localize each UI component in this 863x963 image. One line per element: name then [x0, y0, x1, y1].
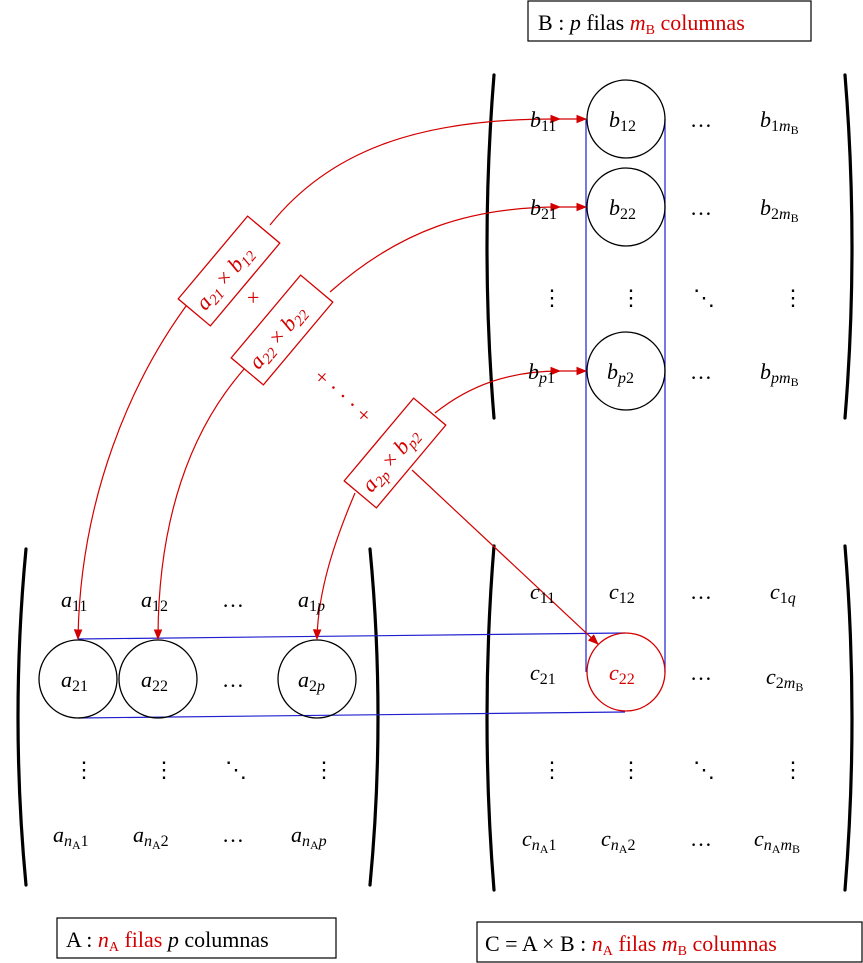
entry-b2m: b2mB [760, 195, 799, 225]
entry-a22: a22 [141, 667, 168, 695]
entry-c11: c11 [530, 579, 555, 607]
entry-b22: b22 [609, 195, 636, 223]
entry-cnm: cnAmB [754, 826, 800, 856]
vdots-c-col4: ⋮ [782, 757, 804, 782]
entry-c2m: c2mB [766, 664, 803, 694]
label-b: B : p filas mB columnas [527, 0, 812, 42]
entry-b1m: b1mB [760, 107, 799, 137]
entry-c22: c22 [609, 660, 635, 688]
hdots-b-rowp: … [690, 359, 712, 384]
entry-b21: b21 [530, 195, 557, 223]
svg-text:B : p filas mB columnas: B : p filas mB columnas [538, 10, 745, 38]
entry-bp1: bp1 [528, 359, 555, 387]
hdots-a-row1: … [222, 587, 244, 612]
entry-c12: c12 [609, 579, 635, 607]
vdots-a-col4: ⋮ [313, 757, 335, 782]
entry-cn1: cnA1 [522, 826, 556, 856]
ddots-c: ⋱ [693, 757, 715, 782]
ddots-a: ⋱ [225, 757, 247, 782]
entry-a12: a12 [141, 587, 168, 615]
product-box-a21-b12: a21 × b12 [177, 215, 281, 327]
entry-c21: c21 [530, 660, 556, 688]
hdots-b-row1: … [690, 107, 712, 132]
matrix-c-brackets [485, 544, 854, 892]
hdots-c-row2: … [690, 660, 712, 685]
ddots-b: ⋱ [693, 285, 715, 310]
vdots-c-col1: ⋮ [541, 757, 563, 782]
entry-bp2: bp2 [607, 359, 634, 387]
entry-a2p: a2p [298, 667, 325, 695]
entry-an2: anA2 [133, 822, 169, 852]
label-c: C = A × B : nA filas mB columnas [476, 921, 863, 963]
entry-cn2: cnA2 [601, 826, 635, 856]
vdots-b-col4: ⋮ [782, 285, 804, 310]
matrix-a-brackets [16, 547, 380, 887]
entry-an1: anA1 [53, 822, 89, 852]
entry-b12: b12 [609, 107, 636, 135]
entry-a1p: a1p [298, 587, 325, 615]
plus-sign-1: + [247, 285, 259, 310]
matrix-b-brackets [485, 73, 854, 420]
vdots-b-col1: ⋮ [541, 285, 563, 310]
hdots-a-row2: … [222, 667, 244, 692]
product-box-a2p-bp2: a2p × bp2 [343, 397, 447, 509]
svg-text:+ · · · +: + · · · + [309, 364, 377, 429]
entry-anp: anAp [291, 822, 327, 852]
entry-a21: a21 [61, 667, 88, 695]
hdots-a-rown: … [222, 822, 244, 847]
matrix-c: c11 c12 … c1q c21 c22 … c2mB ⋮ ⋮ ⋱ ⋮ cnA… [522, 579, 804, 856]
label-a: A : nA filas p columnas [56, 917, 337, 959]
entry-bpm: bpmB [760, 359, 799, 389]
svg-text:A : nA filas p columnas: A : nA filas p columnas [66, 927, 269, 955]
vdots-a-col1: ⋮ [73, 757, 95, 782]
entry-b11: b11 [530, 107, 556, 135]
vdots-c-col2: ⋮ [620, 757, 642, 782]
hdots-b-row2: … [690, 195, 712, 220]
hdots-c-rown: … [690, 826, 712, 851]
vdots-a-col2: ⋮ [153, 757, 175, 782]
vdots-b-col2: ⋮ [620, 285, 642, 310]
circle-c22 [586, 632, 666, 712]
hdots-c-row1: … [690, 579, 712, 604]
product-arrows [73, 114, 599, 645]
matrix-b: b11 b12 … b1mB b21 b22 … b2mB ⋮ ⋮ ⋱ ⋮ bp… [528, 107, 804, 389]
matrix-a: a11 a12 … a1p a21 a22 … a2p ⋮ ⋮ ⋱ ⋮ anA1… [53, 587, 335, 852]
svg-text:a2p × bp2: a2p × bp2 [356, 422, 426, 498]
plus-dots: + · · · + [309, 364, 377, 429]
product-box-a22-b22: a22 × b22 [230, 274, 334, 386]
svg-text:C = A × B : nA filas mB column: C = A × B : nA filas mB columnas [485, 931, 777, 959]
entry-c1q: c1q [770, 579, 796, 607]
entry-a11: a11 [61, 587, 87, 615]
